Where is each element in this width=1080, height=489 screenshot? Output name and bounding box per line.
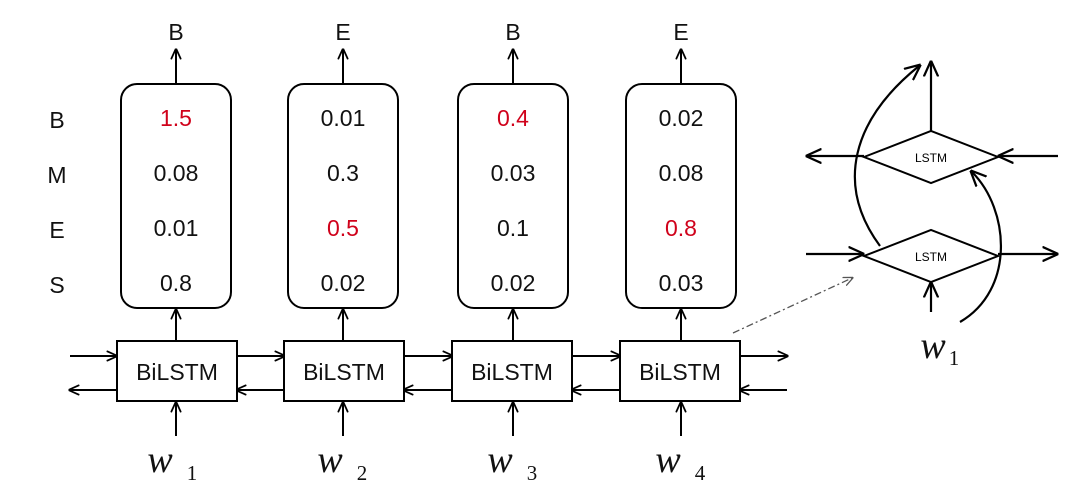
detail-input-word: w bbox=[920, 325, 946, 367]
score-1-b: 1.5 bbox=[160, 105, 192, 131]
score-box-1 bbox=[120, 83, 232, 309]
row-label-b: B bbox=[49, 107, 64, 133]
lstm-label-top: LSTM bbox=[915, 151, 947, 165]
output-tag-1: B bbox=[168, 19, 183, 45]
detail-input-word-sub: 1 bbox=[949, 346, 960, 370]
bottom-to-output-curve bbox=[853, 66, 919, 247]
column-4: E 0.02 0.08 0.8 0.03 BiLSTM w 4 bbox=[619, 19, 741, 485]
bilstm-box-2 bbox=[283, 340, 405, 402]
score-1-s: 0.8 bbox=[160, 270, 192, 296]
score-box-2 bbox=[287, 83, 399, 309]
score-1-m: 0.08 bbox=[154, 160, 199, 186]
row-labels: B M E S bbox=[47, 107, 66, 298]
lstm-detail: LSTM LSTM bbox=[806, 63, 1058, 323]
bilstm-box-4 bbox=[619, 340, 741, 402]
score-1-e: 0.01 bbox=[154, 215, 199, 241]
input-word-4-sub: 4 bbox=[695, 461, 706, 485]
score-4-s: 0.03 bbox=[659, 270, 704, 296]
column-1: B 1.5 0.08 0.01 0.8 BiLSTM w 1 bbox=[116, 19, 238, 485]
score-2-e: 0.5 bbox=[327, 215, 359, 241]
score-2-b: 0.01 bbox=[321, 105, 366, 131]
input-word-4: w bbox=[655, 439, 681, 481]
score-3-b: 0.4 bbox=[497, 105, 529, 131]
bilstm-label-1: BiLSTM bbox=[136, 359, 218, 385]
column-3: B 0.4 0.03 0.1 0.02 BiLSTM w 3 bbox=[451, 19, 573, 485]
score-3-m: 0.03 bbox=[491, 160, 536, 186]
input-word-2: w bbox=[317, 439, 343, 481]
lstm-diamond-bottom bbox=[861, 228, 1001, 284]
zoom-pointer-arrow bbox=[732, 278, 852, 334]
bilstm-box-3 bbox=[451, 340, 573, 402]
output-tag-4: E bbox=[673, 19, 688, 45]
score-3-s: 0.02 bbox=[491, 270, 536, 296]
input-word-3: w bbox=[487, 439, 513, 481]
output-tag-3: B bbox=[505, 19, 520, 45]
score-4-b: 0.02 bbox=[659, 105, 704, 131]
input-word-2-sub: 2 bbox=[357, 461, 368, 485]
bilstm-label-3: BiLSTM bbox=[471, 359, 553, 385]
score-4-m: 0.08 bbox=[659, 160, 704, 186]
score-2-m: 0.3 bbox=[327, 160, 359, 186]
row-label-e: E bbox=[49, 217, 64, 243]
input-word-1: w bbox=[147, 439, 173, 481]
score-4-e: 0.8 bbox=[665, 215, 697, 241]
score-3-e: 0.1 bbox=[497, 215, 529, 241]
output-tag-2: E bbox=[335, 19, 350, 45]
score-2-s: 0.02 bbox=[321, 270, 366, 296]
score-box-4 bbox=[625, 83, 737, 309]
bilstm-box-1 bbox=[116, 340, 238, 402]
row-label-m: M bbox=[47, 162, 66, 188]
input-word-1-sub: 1 bbox=[187, 461, 198, 485]
lstm-label-bottom: LSTM bbox=[915, 250, 947, 264]
bilstm-connections bbox=[70, 356, 787, 390]
bilstm-label-4: BiLSTM bbox=[639, 359, 721, 385]
bilstm-label-2: BiLSTM bbox=[303, 359, 385, 385]
row-label-s: S bbox=[49, 272, 64, 298]
column-2: E 0.01 0.3 0.5 0.02 BiLSTM w 2 bbox=[283, 19, 405, 485]
input-word-3-sub: 3 bbox=[527, 461, 538, 485]
input-to-top-lstm-curve bbox=[959, 172, 1002, 323]
score-box-3 bbox=[457, 83, 569, 309]
